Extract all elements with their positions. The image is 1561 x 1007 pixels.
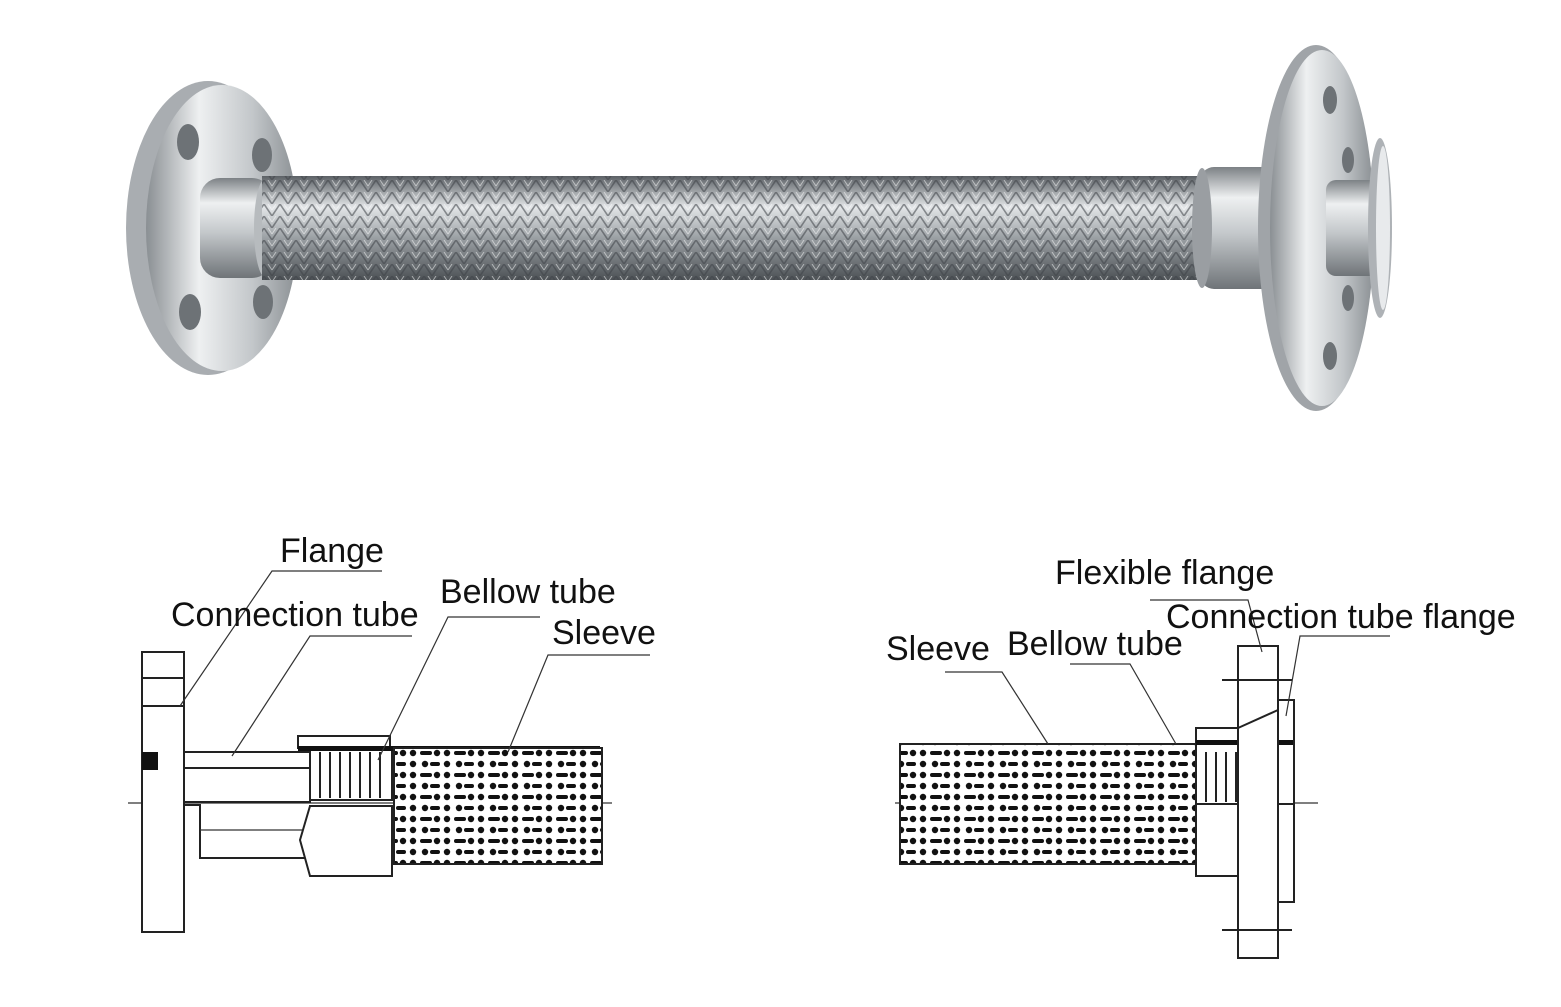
hose-photo xyxy=(126,45,1392,411)
left-flange-plate xyxy=(141,651,185,933)
right-diagram: Flexible flange Connection tube flange S… xyxy=(886,554,1516,959)
left-diagram: Flange Connection tube Bellow tube Sleev… xyxy=(128,532,656,933)
right-collar xyxy=(1192,167,1276,289)
label-flange: Flange xyxy=(280,532,384,570)
stub-end xyxy=(1326,138,1392,318)
right-flange xyxy=(1258,45,1374,411)
right-sleeve xyxy=(899,743,1197,865)
left-bellow-ribs xyxy=(319,752,381,798)
label-bellow-tube: Bellow tube xyxy=(440,573,616,611)
label-bellow-tube-right: Bellow tube xyxy=(1007,625,1183,663)
label-sleeve-right: Sleeve xyxy=(886,630,990,668)
left-sleeve xyxy=(393,747,603,865)
right-connection-tube-flange-leader xyxy=(1285,635,1390,717)
left-connection-tube-leader xyxy=(231,635,412,757)
left-connection-tube xyxy=(183,751,311,803)
right-sleeve-leader xyxy=(945,671,1049,745)
label-flexible-flange: Flexible flange xyxy=(1055,554,1274,592)
right-connection-tube-flange xyxy=(1278,699,1295,903)
left-flange-leader xyxy=(179,570,382,707)
braided-hose xyxy=(262,176,1212,280)
left-sleeve-leader xyxy=(507,654,650,753)
label-sleeve: Sleeve xyxy=(552,614,656,652)
label-connection-tube: Connection tube xyxy=(171,596,419,634)
left-weld-mark xyxy=(142,752,158,770)
right-flexible-flange xyxy=(1237,645,1279,959)
left-bellow-tube-leader xyxy=(377,616,540,761)
right-flexible-flange-leader xyxy=(1150,599,1263,653)
label-connection-tube-flange: Connection tube flange xyxy=(1166,598,1516,636)
right-bellow-tube-leader xyxy=(1070,663,1177,745)
